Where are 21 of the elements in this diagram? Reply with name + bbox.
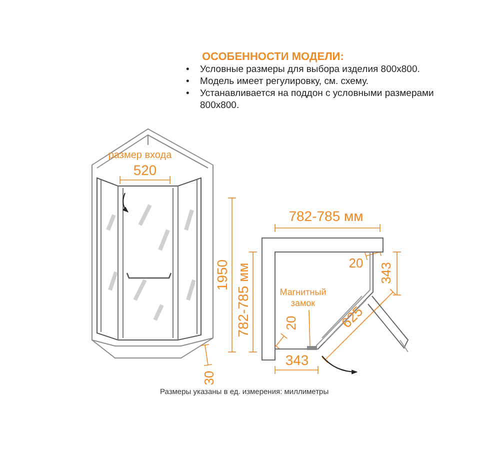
dimension-value: 20 xyxy=(284,316,298,330)
bullet-marker: • xyxy=(186,76,190,88)
dimension-label: размер входа xyxy=(108,151,172,161)
dimension-value: 625 xyxy=(338,304,366,330)
heading: ОСОБЕННОСТИ МОДЕЛИ: xyxy=(202,51,344,63)
bullet-text: Модель имеет регулировку, см. схему. xyxy=(200,76,369,88)
dimension-value: 343 xyxy=(285,353,309,367)
bullet-marker: • xyxy=(186,88,190,101)
dimension-value: 30 xyxy=(202,370,216,386)
dimension-value: 343 xyxy=(380,262,392,284)
magnetic-lock-part xyxy=(307,346,317,350)
bullet-text: Устанавливается на поддон с условными размерами 800x800. xyxy=(200,88,435,112)
dimension-value: 1950 xyxy=(215,259,229,291)
dimension-value: 520 xyxy=(133,163,157,177)
dimension-value: 782-785 мм xyxy=(288,209,364,223)
dimension-value: 782-785 мм xyxy=(236,262,250,338)
bullet-text: Условные размеры для выбора изделия 800x800. xyxy=(200,64,420,76)
leader-line xyxy=(308,310,310,346)
callout-label: Магнитный замок xyxy=(278,287,328,309)
dimension-value: 20 xyxy=(348,256,364,270)
bullet-marker: • xyxy=(186,64,190,76)
